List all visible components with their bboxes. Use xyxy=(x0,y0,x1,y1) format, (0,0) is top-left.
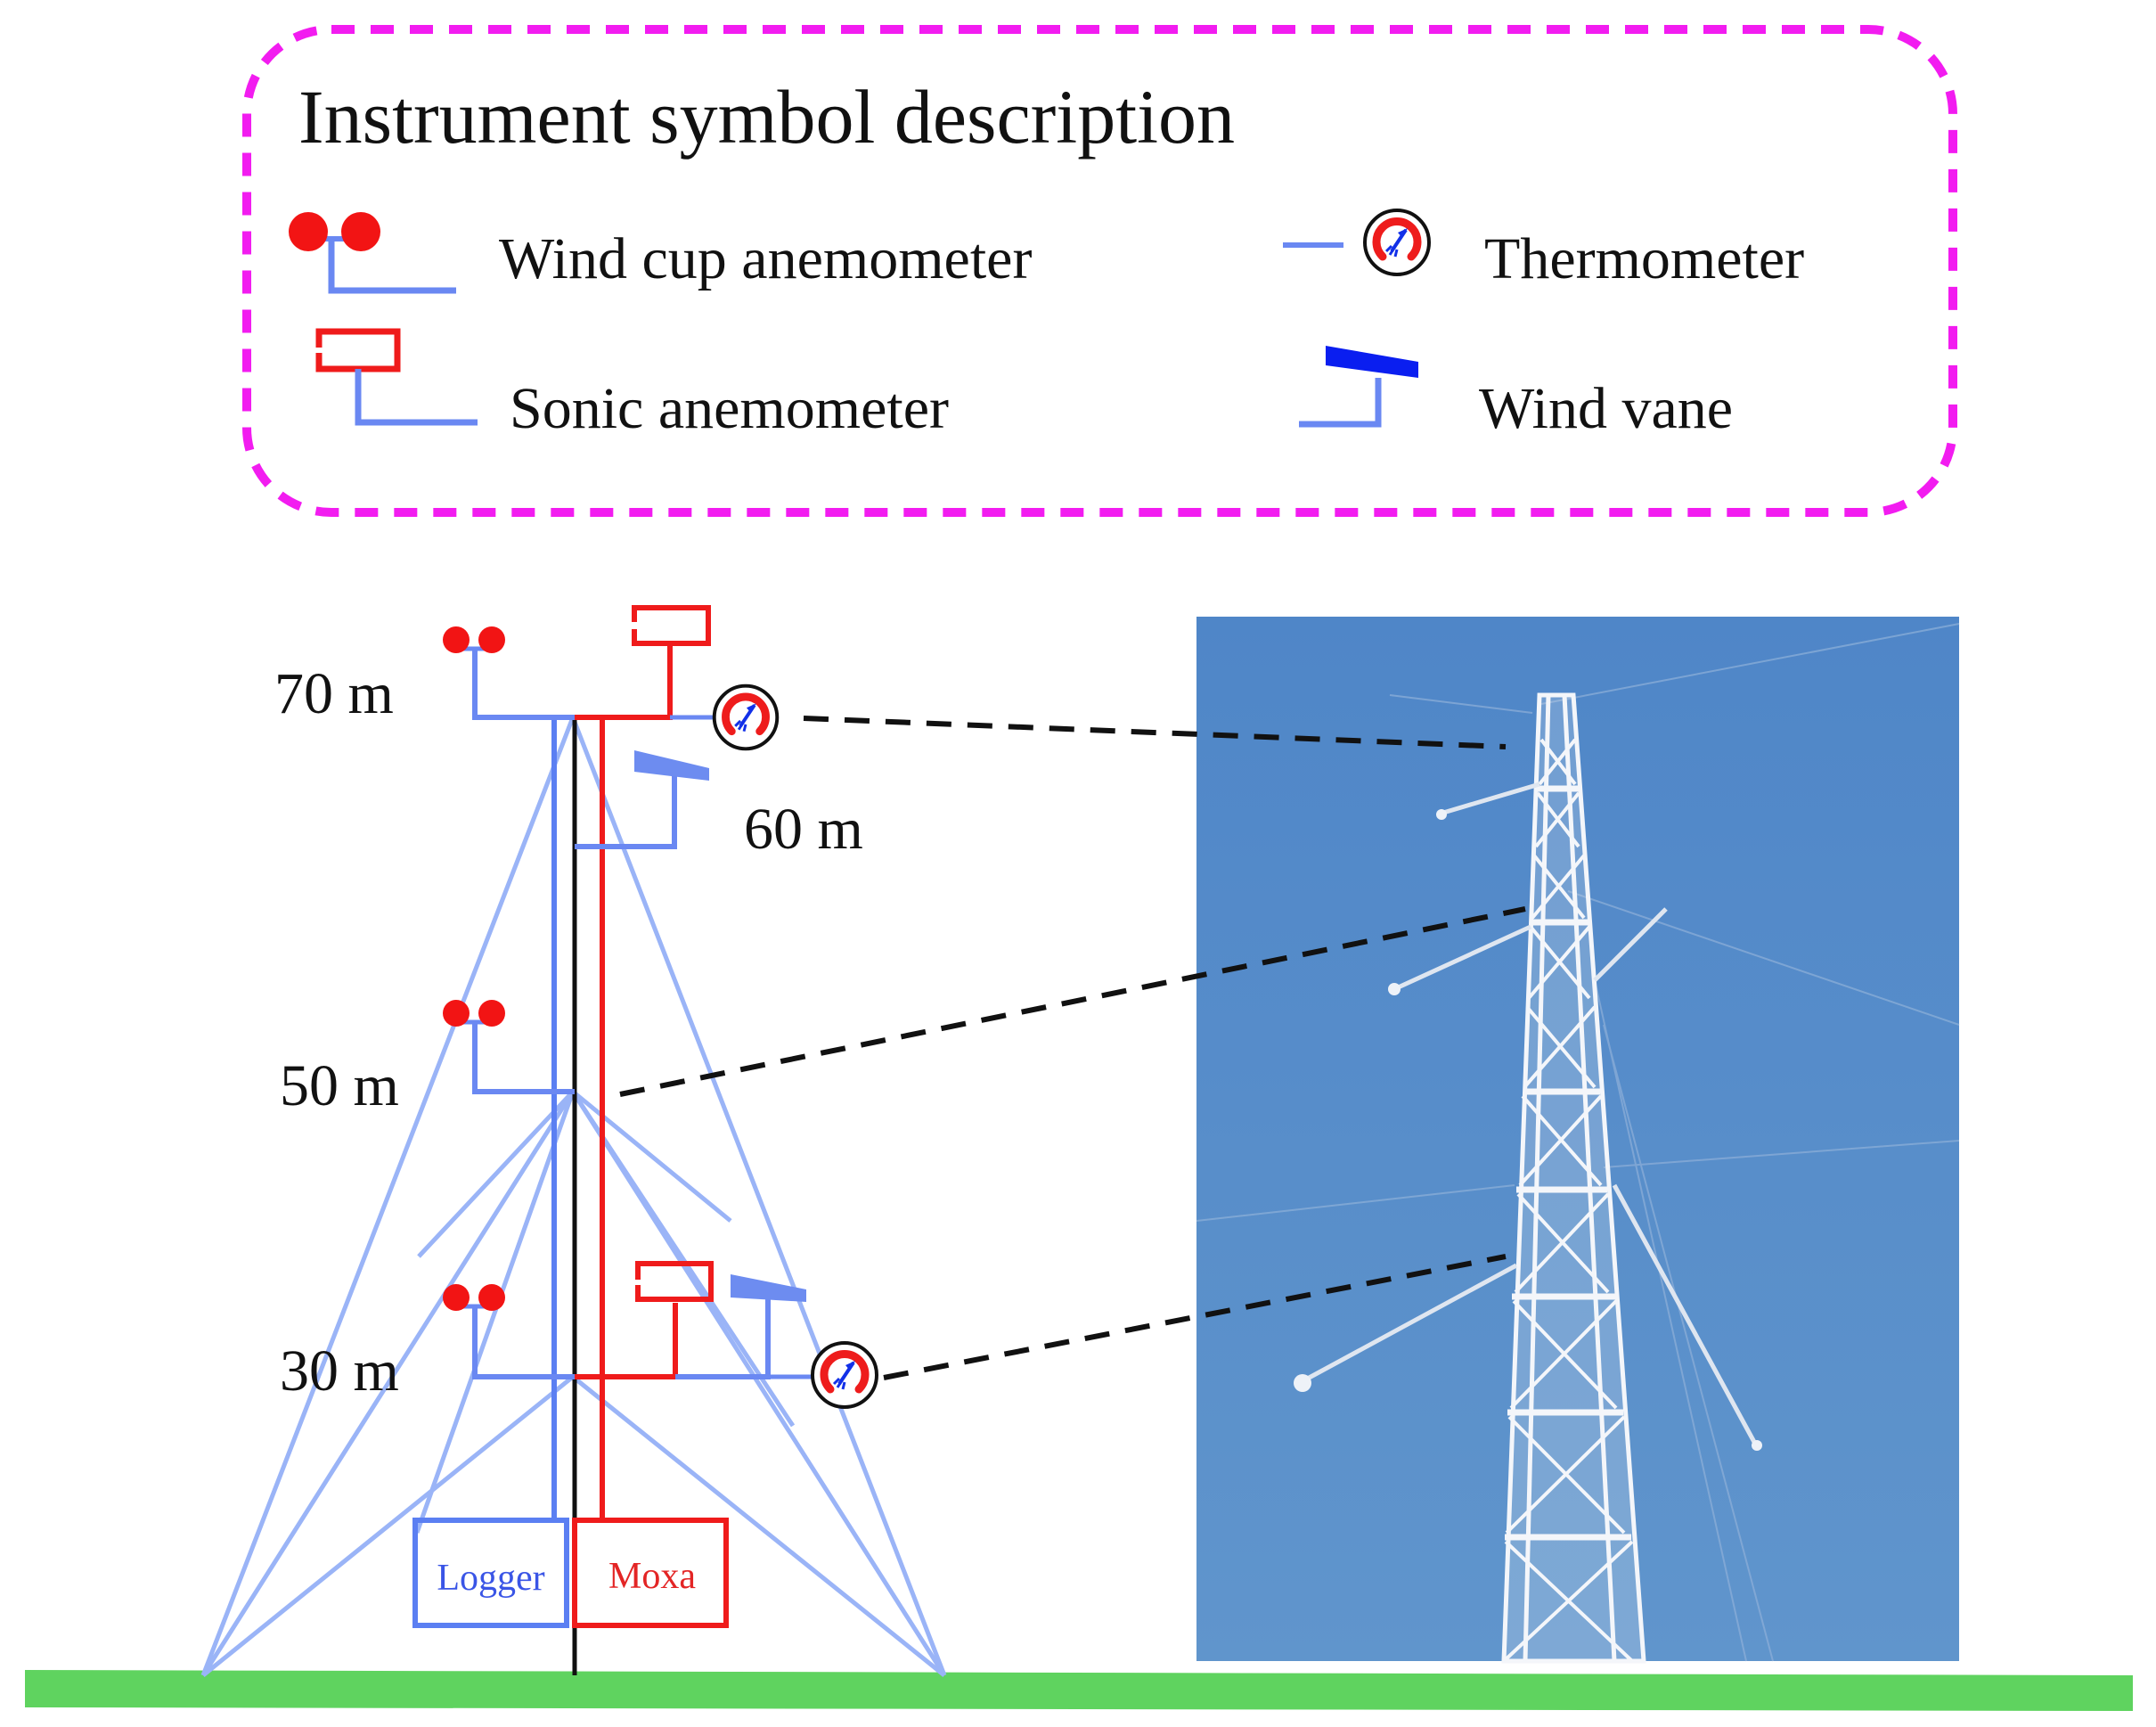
level-50m-instruments xyxy=(443,1000,575,1094)
sonic-anemometer-legend-icon xyxy=(315,328,478,426)
logger-box xyxy=(412,1518,569,1628)
height-label-30m: 30 m xyxy=(280,1338,399,1404)
legend-label-thermometer: Thermometer xyxy=(1484,226,1804,291)
legend-label-wind-cup: Wind cup anemometer xyxy=(499,226,1032,291)
legend-label-wind-vane: Wind vane xyxy=(1479,376,1733,441)
height-label-70m: 70 m xyxy=(274,661,394,726)
connector-lines xyxy=(619,716,1526,1380)
wind-vane-legend-icon xyxy=(1299,346,1418,428)
legend-label-sonic: Sonic anemometer xyxy=(510,376,949,441)
wind-cup-legend-icon xyxy=(289,212,456,294)
thermometer-legend-icon xyxy=(1283,210,1429,274)
height-label-60m: 60 m xyxy=(744,797,863,862)
tower-schematic: Logger Moxa 70 m 60 m 50 m 30 m xyxy=(200,605,947,1677)
logger-label: Logger xyxy=(437,1558,544,1599)
height-label-50m: 50 m xyxy=(280,1053,399,1118)
ground-strip xyxy=(25,1670,2133,1711)
tower-frame xyxy=(200,716,947,1677)
level-30m-instruments xyxy=(443,1261,877,1407)
photo-booms xyxy=(1301,782,1758,1445)
lattice-tower xyxy=(1501,692,1646,1664)
moxa-label: Moxa xyxy=(608,1556,696,1597)
tower-photo xyxy=(1196,617,1960,1664)
legend-box: Instrument symbol description Wind cup a… xyxy=(242,25,1957,517)
legend-title: Instrument symbol description xyxy=(298,74,1235,160)
level-70m-instruments xyxy=(443,605,777,849)
moxa-box xyxy=(572,1518,729,1628)
legend-border xyxy=(242,25,1957,517)
